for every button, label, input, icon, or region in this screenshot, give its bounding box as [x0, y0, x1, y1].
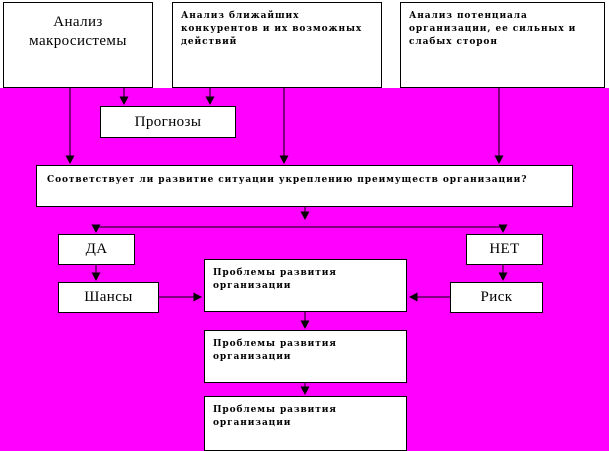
node-risk[interactable]: Риск: [450, 282, 543, 313]
node-competitors-analysis-label: Анализ ближайших конкурентов и их возмож…: [181, 11, 363, 47]
node-chances-label: Шансы: [84, 289, 133, 305]
node-competitors-analysis[interactable]: Анализ ближайших конкурентов и их возмож…: [172, 2, 382, 88]
node-yes-label: ДА: [85, 241, 108, 257]
node-forecasts-label: Прогнозы: [134, 114, 202, 130]
node-forecasts[interactable]: Прогнозы: [100, 106, 236, 138]
node-problems-3[interactable]: Проблемы развития организации: [204, 396, 407, 451]
node-question[interactable]: Соответствует ли развитие ситуации укреп…: [36, 165, 573, 207]
node-yes[interactable]: ДА: [58, 234, 135, 265]
node-macro-analysis-label: Анализ макросистемы: [29, 14, 127, 49]
node-problems-1-label: Проблемы развития организации: [213, 268, 337, 291]
node-chances[interactable]: Шансы: [58, 282, 159, 313]
node-macro-analysis[interactable]: Анализ макросистемы: [3, 2, 153, 88]
node-problems-3-label: Проблемы развития организации: [213, 405, 337, 428]
node-potential-analysis-label: Анализ потенциала организации, ее сильны…: [409, 11, 577, 47]
node-no-label: НЕТ: [489, 241, 520, 257]
node-problems-2-label: Проблемы развития организации: [213, 339, 337, 362]
node-question-label: Соответствует ли развитие ситуации укреп…: [47, 175, 528, 185]
edge-question-split: [91, 207, 508, 233]
node-problems-2[interactable]: Проблемы развития организации: [204, 330, 407, 383]
node-no[interactable]: НЕТ: [466, 234, 543, 265]
node-problems-1[interactable]: Проблемы развития организации: [204, 259, 407, 312]
node-potential-analysis[interactable]: Анализ потенциала организации, ее сильны…: [400, 2, 605, 88]
node-risk-label: Риск: [480, 289, 513, 305]
